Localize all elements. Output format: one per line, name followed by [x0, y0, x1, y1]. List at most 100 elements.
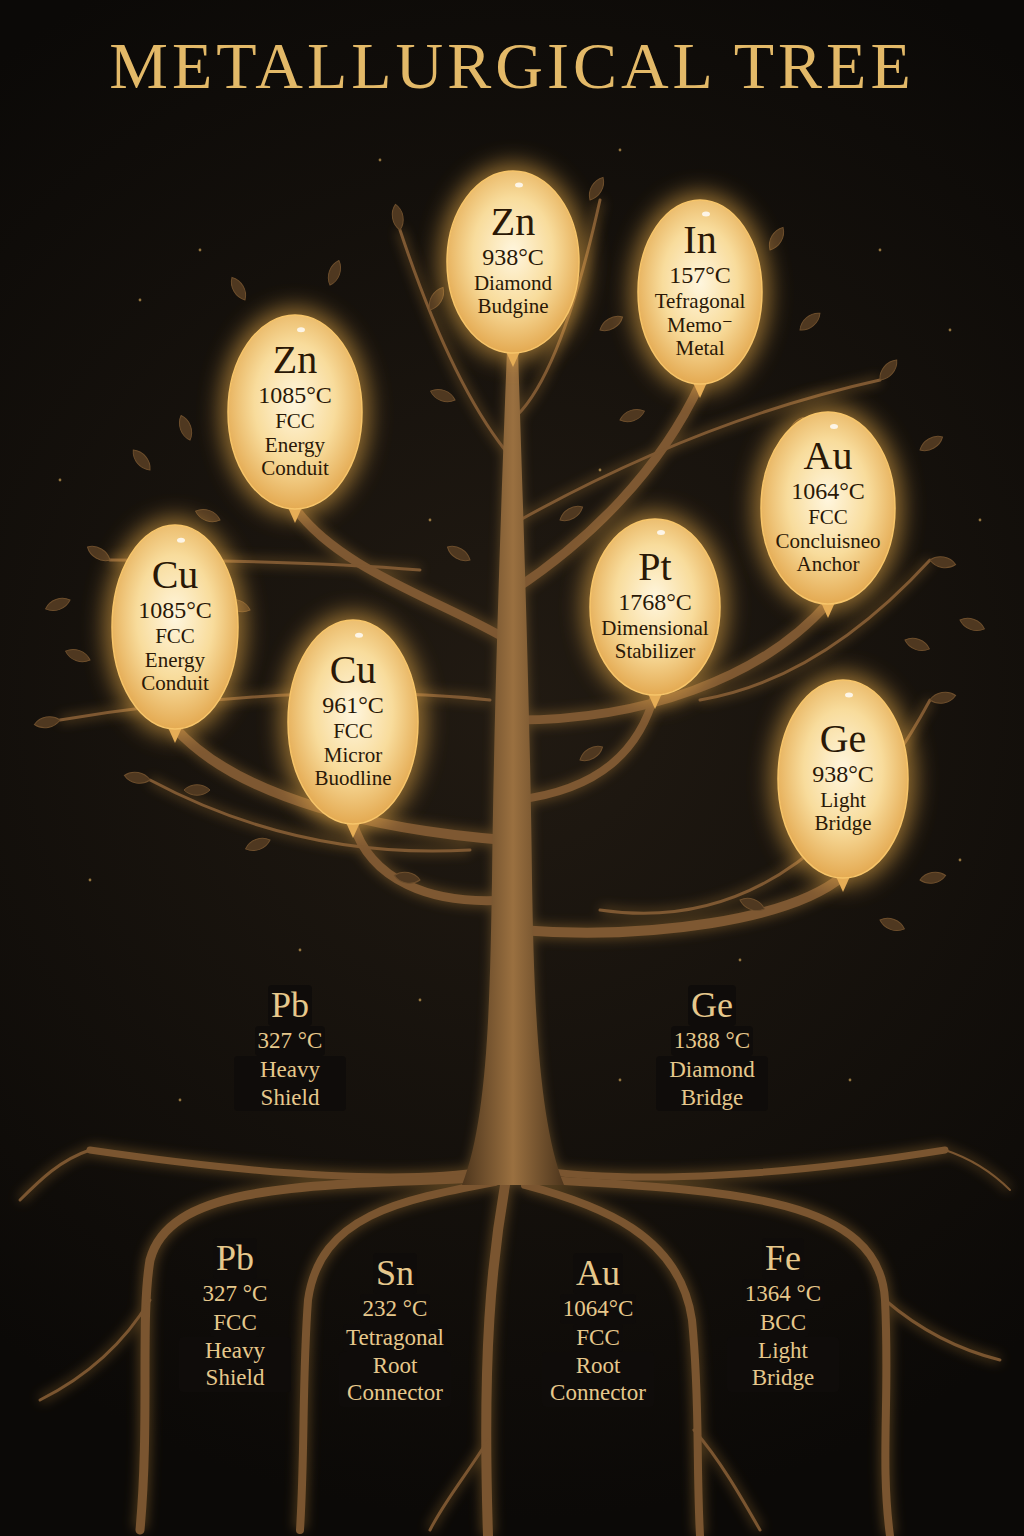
melting-point: 1064°C [769, 477, 887, 506]
node-content: Ge938°CLight Bridge [793, 718, 893, 836]
tree-leaf [876, 357, 901, 384]
tree-root [140, 1178, 485, 1530]
tree-leaf [919, 870, 946, 885]
sparkle [419, 999, 422, 1002]
node-text: Dimensional Stabilizer [596, 617, 714, 664]
tree-trunk [462, 350, 564, 1185]
leaf-glow [582, 511, 728, 703]
sparkle [739, 959, 742, 962]
branch-glow [300, 1182, 495, 1530]
tree-root [694, 1430, 760, 1530]
branch-glow [516, 603, 828, 720]
branch-glow [885, 1300, 1000, 1360]
leaf-node: In157°CTefragonalMemo⁻ Metal [638, 200, 762, 384]
tree-root [945, 1150, 1010, 1190]
leaf-shine [297, 327, 305, 332]
element-symbol: Au [769, 435, 887, 477]
leaf-ellipse [112, 525, 238, 729]
tree-leaf [85, 542, 113, 564]
tree-leaf [44, 595, 72, 614]
leaf-shine [515, 182, 523, 187]
melting-point: 1768°C [596, 588, 714, 617]
tree-branch [516, 603, 828, 720]
label-group: Fe1364 °CBCCLight Bridge [727, 1238, 839, 1392]
root-label: BCC [757, 1309, 809, 1337]
tree-leaf [917, 432, 945, 454]
element-symbol: Pt [596, 546, 714, 588]
node-text: FCC [236, 410, 354, 434]
tree-leaf [325, 259, 344, 287]
melting-point: 327 °C [200, 1279, 271, 1309]
branch-glow [486, 1185, 505, 1536]
leaf-ellipse [288, 620, 418, 824]
node-text: Diamond [454, 272, 572, 296]
element-symbol: Pb [268, 985, 312, 1026]
tree-leaf [227, 275, 249, 303]
leaf-glow [280, 612, 426, 832]
melting-point: 1085°C [116, 596, 234, 625]
leaf-glow [439, 163, 587, 361]
melting-point: 1064°C [560, 1294, 637, 1324]
sparkle [619, 149, 622, 152]
root-label: Diamond Bridge [656, 1056, 768, 1111]
leaf-shine [845, 692, 853, 697]
node-content: Cu1085°CFCCEnergy Conduit [116, 554, 234, 695]
tree-root [40, 1300, 150, 1400]
tree-leaf [176, 414, 195, 442]
tree-root [486, 1185, 505, 1536]
tree-leaf [958, 615, 986, 634]
node-text: FCC [294, 720, 412, 744]
node-text: Energy Conduit [116, 649, 234, 696]
sparkle [199, 249, 202, 252]
leaf-node: Ge938°CLight Bridge [778, 680, 908, 878]
leaf-ellipse [590, 519, 720, 695]
root-label: Tetragonal [343, 1324, 447, 1352]
node-text: Concluisneo Anchor [769, 530, 887, 577]
leaf-node: Zn938°CDiamondBudgine [447, 171, 579, 353]
tree-root [535, 1150, 945, 1177]
tree-leaf [878, 915, 906, 934]
sparkle [959, 859, 962, 862]
leaf-ellipse [761, 412, 895, 604]
leaf-shine [657, 530, 665, 535]
tree-leaf [123, 770, 150, 785]
sparkle [949, 329, 952, 332]
melting-point: 327 °C [255, 1026, 326, 1056]
melting-point: 961°C [294, 691, 412, 720]
tree-root [525, 1185, 700, 1536]
diagram-title: METALLURGICAL TREE [0, 28, 1024, 104]
sparkle [59, 479, 62, 482]
sparkle [139, 299, 142, 302]
node-text: Light Bridge [793, 789, 893, 836]
node-content: In157°CTefragonalMemo⁻ Metal [650, 219, 750, 360]
element-symbol: Fe [762, 1238, 804, 1279]
leaf-ellipse [778, 680, 908, 878]
element-symbol: Zn [236, 339, 354, 381]
root-label: Light Bridge [727, 1337, 839, 1392]
element-symbol: Ge [793, 718, 893, 760]
element-symbol: In [650, 219, 750, 261]
branch-glow [694, 1430, 760, 1530]
node-content: Cu961°CFCCMicror Buodline [294, 649, 412, 790]
tree-root [430, 1440, 488, 1530]
tree-leaf [393, 870, 420, 885]
leaf-glow [104, 517, 246, 737]
sparkle [379, 159, 382, 162]
root-label: FCC [573, 1324, 622, 1352]
sparkle [849, 1079, 852, 1082]
sparkle [619, 1079, 622, 1082]
sparkle [429, 519, 432, 522]
leaf-node: Cu961°CFCCMicror Buodline [288, 620, 418, 824]
label-group: Au1064°CFCCRoot Connector [542, 1253, 654, 1407]
tree-leaf [557, 502, 585, 524]
branch-glow [140, 1178, 485, 1530]
melting-point: 1364 °C [742, 1279, 824, 1309]
tree-leaf [64, 646, 92, 665]
melting-point: 1085°C [236, 381, 354, 410]
leaf-node: Pt1768°CDimensional Stabilizer [590, 519, 720, 695]
tree-leaf [765, 225, 787, 253]
leaf-shine [830, 424, 838, 429]
branch-glow [945, 1150, 1010, 1190]
